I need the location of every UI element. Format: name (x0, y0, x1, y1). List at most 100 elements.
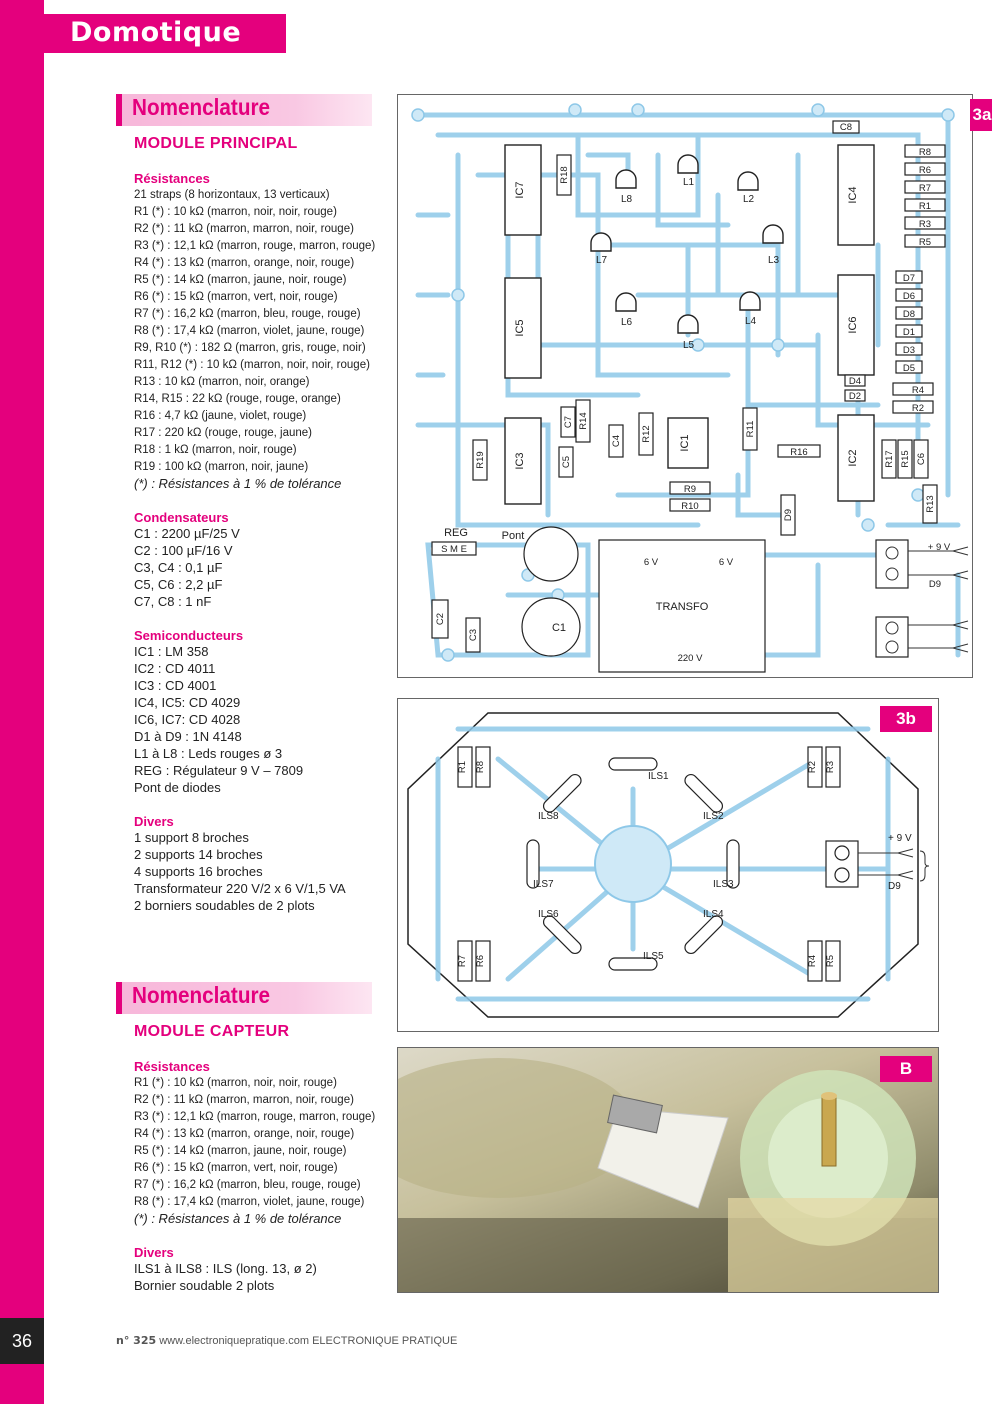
nomenclature-line: L1 à L8 : Leds rouges ø 3 (134, 746, 283, 761)
tolerance-note: (*) : Résistances à 1 % de tolérance (134, 476, 342, 491)
ic-label: IC4 (847, 186, 859, 203)
component-label: + 9 V (928, 542, 951, 553)
reed-switch (526, 839, 540, 889)
nomenclature-line: C5, C6 : 2,2 µF (134, 577, 223, 592)
sensor-power-label: + 9 V (888, 833, 912, 844)
nomenclature-line: Bornier soudable 2 plots (134, 1278, 275, 1293)
divers-heading: Divers (134, 1245, 174, 1260)
ic4-outline (837, 144, 875, 246)
resistor-label: R6 (475, 955, 486, 967)
nomenclature-line: R6 (*) : 15 kΩ (marron, vert, noir, roug… (134, 1162, 338, 1174)
module-title: MODULE PRINCIPAL (134, 135, 298, 152)
resistor-body (475, 940, 491, 982)
component-label: D9 (929, 579, 941, 590)
ic-label: IC5 (514, 319, 526, 336)
reed-switch (608, 757, 658, 771)
resistor-body (904, 234, 946, 248)
nomenclature-line: R13 : 10 kΩ (marron, noir, orange) (134, 376, 310, 388)
resistor-body (904, 180, 946, 194)
ils-label: ILS6 (538, 909, 559, 920)
nomenclature-line: REG : Régulateur 9 V – 7809 (134, 763, 304, 778)
component-label: C5 (561, 456, 572, 468)
component-label: REG (444, 527, 468, 539)
magazine-name: ELECTRONIQUE PRATIQUE (312, 1335, 458, 1347)
resistor-body (807, 746, 823, 788)
resistor-label: R3 (919, 219, 931, 230)
nomenclature-line: R8 (*) : 17,4 kΩ (marron, violet, jaune,… (134, 325, 365, 337)
nomenclature-line: R11, R12 (*) : 10 kΩ (marron, noir, noir… (134, 359, 370, 371)
component-label: R14 (578, 412, 589, 429)
module-title: MODULE CAPTEUR (134, 1023, 290, 1040)
diode-label: D3 (903, 345, 915, 356)
nomenclature-line: R3 (*) : 12,1 kΩ (marron, rouge, marron,… (134, 1111, 376, 1123)
component-label: S M E (441, 544, 467, 555)
divers-heading: Divers (134, 814, 174, 829)
reed-switch (726, 839, 740, 889)
component-label: R4 (912, 385, 924, 396)
led-label: L6 (621, 317, 633, 328)
condensateurs-heading: Condensateurs (134, 510, 229, 525)
page-number: 36 (0, 1318, 44, 1364)
component-label: R11 (745, 421, 756, 438)
ils-label: ILS4 (703, 909, 724, 920)
nomenclature-module-capteur: Nomenclature MODULE CAPTEUR Résistances … (116, 982, 376, 1294)
diode-label: D7 (903, 273, 915, 284)
resistor-body (904, 198, 946, 212)
led-label: L5 (683, 340, 695, 351)
nomenclature-line: ILS1 à ILS8 : ILS (long. 13, ø 2) (134, 1261, 317, 1276)
reed-switch (684, 773, 724, 813)
nomenclature-line: R16 : 4,7 kΩ (jaune, violet, rouge) (134, 410, 307, 422)
nomenclature-line: C2 : 100 µF/16 V (134, 543, 233, 558)
resistor-body (904, 162, 946, 176)
led-label: L7 (596, 255, 608, 266)
component-label: R16 (790, 447, 807, 458)
semiconducteurs-heading: Semiconducteurs (134, 628, 244, 643)
resistor-label: R7 (457, 955, 468, 967)
component-label: C6 (916, 453, 927, 465)
component-label: C8 (840, 122, 852, 133)
section-header: Domotique (44, 14, 286, 53)
component-label: C2 (435, 613, 446, 625)
component-label: 220 V (678, 653, 703, 664)
ic-label: IC1 (679, 434, 691, 451)
resistor-label: R1 (919, 201, 931, 212)
figure-3a-pcb-main: IC7 IC5 IC3 IC4 IC6 IC2 IC1 L1 L2 L3 L4 … (397, 94, 992, 678)
component-label: R17 (884, 450, 895, 467)
sensor-d9-label: D9 (888, 881, 901, 892)
nomenclature-line: R6 (*) : 15 kΩ (marron, vert, noir, roug… (134, 291, 338, 303)
issue-number: n° 325 (116, 1334, 157, 1347)
resistor-body (825, 746, 841, 788)
nomenclature-line: R7 (*) : 16,2 kΩ (marron, bleu, rouge, r… (134, 1179, 361, 1191)
nomenclature-title: Nomenclature (132, 982, 271, 1008)
resistor-label: R5 (825, 955, 836, 967)
nomenclature-line: R19 : 100 kΩ (marron, noir, jaune) (134, 461, 309, 473)
resistor-label: R6 (919, 165, 931, 176)
ic-label: IC6 (847, 316, 859, 333)
component-label: C1 (552, 622, 566, 634)
nomenclature-line: C7, C8 : 1 nF (134, 594, 212, 609)
nomenclature-line: IC6, IC7: CD 4028 (134, 712, 241, 727)
diode-label: D6 (903, 291, 915, 302)
resistor-label: R2 (807, 761, 818, 773)
page-footer: n° 325 www.electroniquepratique.com ELEC… (116, 1334, 457, 1347)
component-label: R18 (559, 166, 570, 183)
ils-label: ILS7 (533, 879, 554, 890)
figure-label-text: 3b (896, 709, 916, 728)
reed-switch (542, 773, 582, 813)
nomenclature-line: R17 : 220 kΩ (rouge, rouge, jaune) (134, 427, 313, 439)
led-label: L2 (743, 194, 755, 205)
nomenclature-line: C1 : 2200 µF/25 V (134, 526, 240, 541)
diode-body (895, 360, 923, 374)
figure-label: B (880, 1056, 932, 1082)
nomenclature-module-principal: Nomenclature MODULE PRINCIPAL Résistance… (116, 94, 375, 914)
nomenclature-line: IC4, IC5: CD 4029 (134, 695, 241, 710)
ils-label: ILS8 (538, 811, 559, 822)
figure-label: 3a (970, 99, 992, 131)
ic7-outline (504, 144, 542, 236)
diode-body (895, 270, 923, 284)
nomenclature-line: R2 (*) : 11 kΩ (marron, marron, noir, ro… (134, 1094, 354, 1106)
resistor-label: R8 (919, 147, 931, 158)
photo-illustration (398, 1058, 938, 1292)
component-label: R12 (641, 425, 652, 442)
nomenclature-header: Nomenclature (116, 94, 372, 126)
